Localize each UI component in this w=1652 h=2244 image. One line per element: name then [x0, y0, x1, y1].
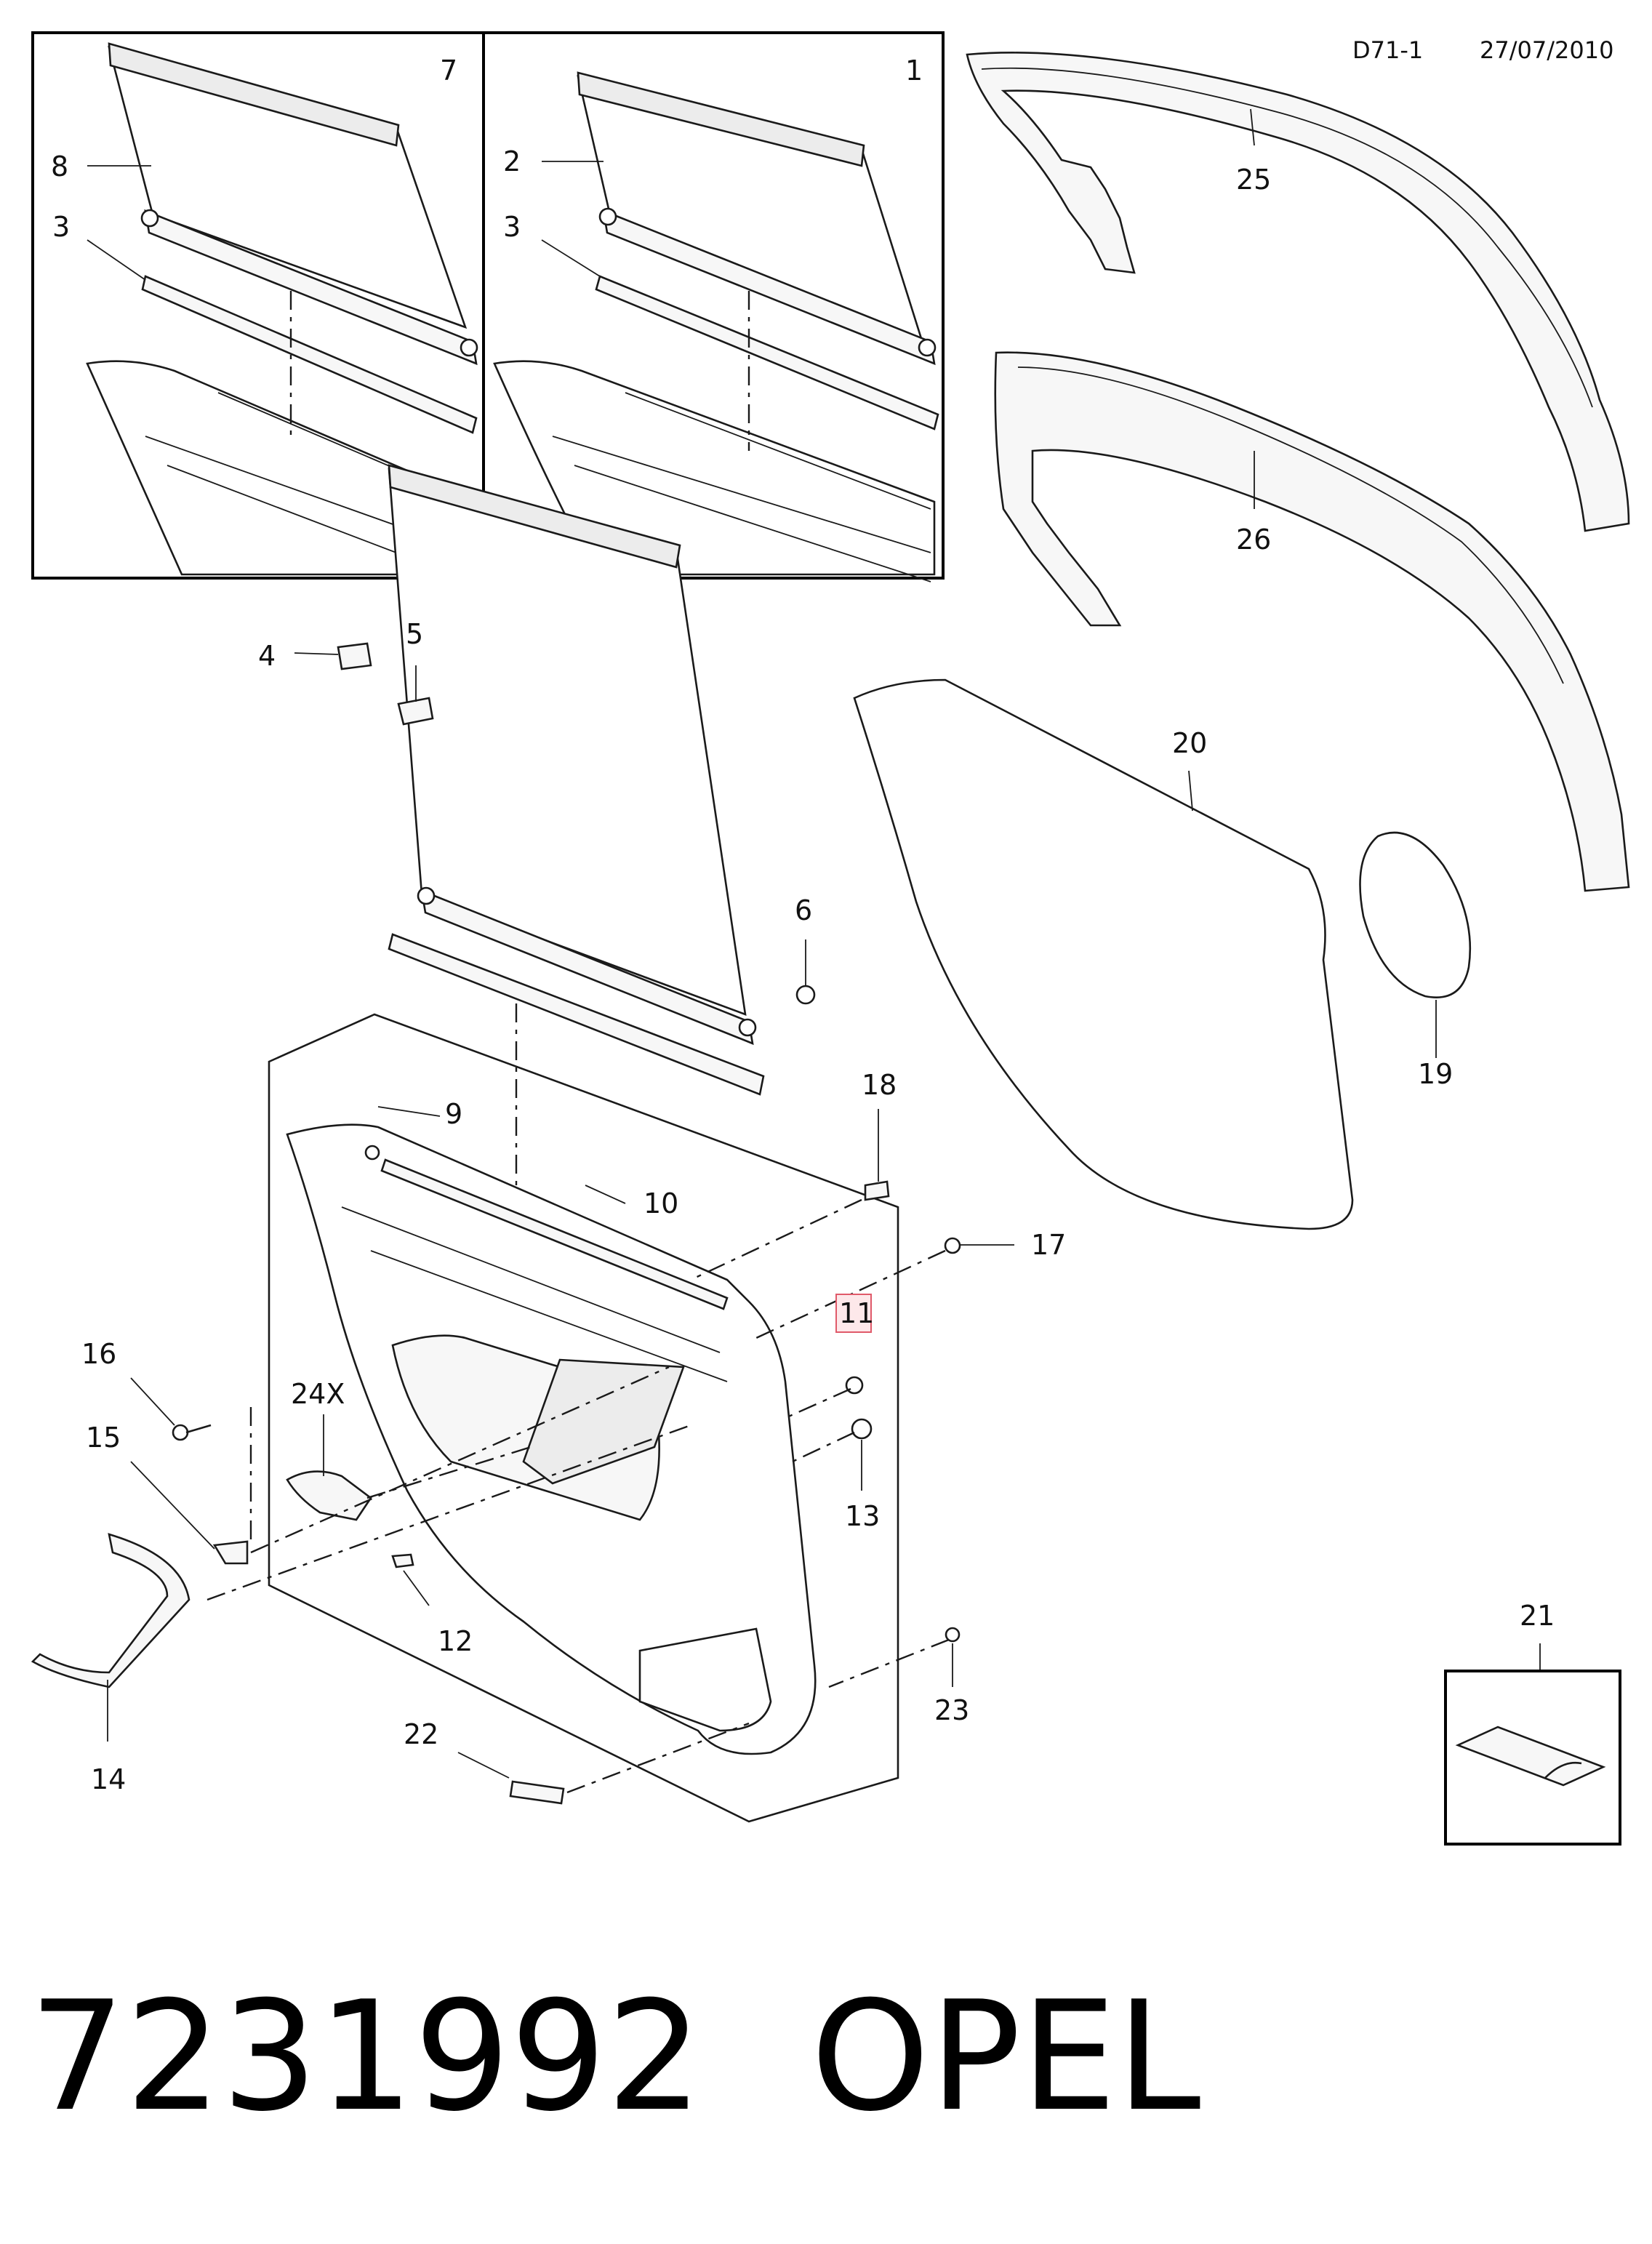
callout-7: 7: [440, 55, 457, 87]
inset-boxes: [31, 31, 945, 580]
callout-9: 9: [445, 1098, 462, 1130]
part-number: 7231992: [29, 1969, 702, 2145]
weatherstrip-26: [994, 351, 1630, 892]
trim-strip-14: [31, 1533, 191, 1688]
inset-sunshade-1: [493, 71, 939, 582]
clips-right: [845, 1180, 961, 1643]
callout-18: 18: [862, 1069, 897, 1101]
door-trim-panel: [268, 1013, 899, 1823]
callout-23: 23: [934, 1694, 969, 1726]
callout-26: 26: [1236, 524, 1271, 556]
callout-12: 12: [438, 1625, 473, 1657]
callout-2: 2: [503, 145, 521, 177]
callout-16: 16: [81, 1338, 116, 1370]
weatherstrip-25: [966, 52, 1630, 532]
clip-12: [391, 1553, 414, 1568]
leader-lines: [87, 108, 1541, 1779]
water-deflector-20: [853, 678, 1354, 1230]
brand-name: OPEL: [811, 1969, 1200, 2145]
sunshade-assembly: [388, 464, 765, 1222]
callout-3b: 3: [503, 211, 521, 243]
speaker-seal-19: [1359, 831, 1472, 998]
callout-25: 25: [1236, 164, 1271, 196]
callout-11-highlight: [835, 1294, 872, 1333]
clip-22: [509, 1780, 565, 1805]
callout-21: 21: [1520, 1600, 1555, 1632]
cover-15: [212, 1540, 249, 1565]
callout-5: 5: [406, 618, 423, 650]
callout-22: 22: [404, 1718, 438, 1750]
callout-15: 15: [86, 1422, 121, 1454]
callout-6: 6: [795, 894, 812, 926]
callout-4: 4: [258, 640, 276, 672]
callout-3a: 3: [52, 211, 70, 243]
callout-10: 10: [643, 1187, 678, 1219]
diagram-code: D71-1: [1352, 36, 1423, 64]
callout-24x: 24X: [291, 1378, 345, 1410]
callout-14: 14: [91, 1763, 126, 1795]
diagram-date: 27/07/2010: [1480, 36, 1613, 64]
handle-24x: [286, 1470, 372, 1521]
callout-11: 11: [839, 1297, 874, 1329]
callout-1: 1: [905, 55, 923, 87]
callout-labels: 7 1 8 3 2 3 4 5 6 9 10 11 18 17 16 24X 1…: [51, 55, 1555, 1795]
inset-sunshade-7: [86, 42, 481, 582]
callout-20: 20: [1172, 727, 1207, 759]
callout-17: 17: [1031, 1229, 1066, 1261]
callout-19: 19: [1418, 1058, 1453, 1090]
inset-part-21: [1444, 1670, 1621, 1846]
screw-16: [172, 1424, 212, 1441]
callout-13: 13: [845, 1500, 880, 1532]
small-parts-upper: [337, 642, 816, 1005]
callout-8: 8: [51, 151, 68, 183]
